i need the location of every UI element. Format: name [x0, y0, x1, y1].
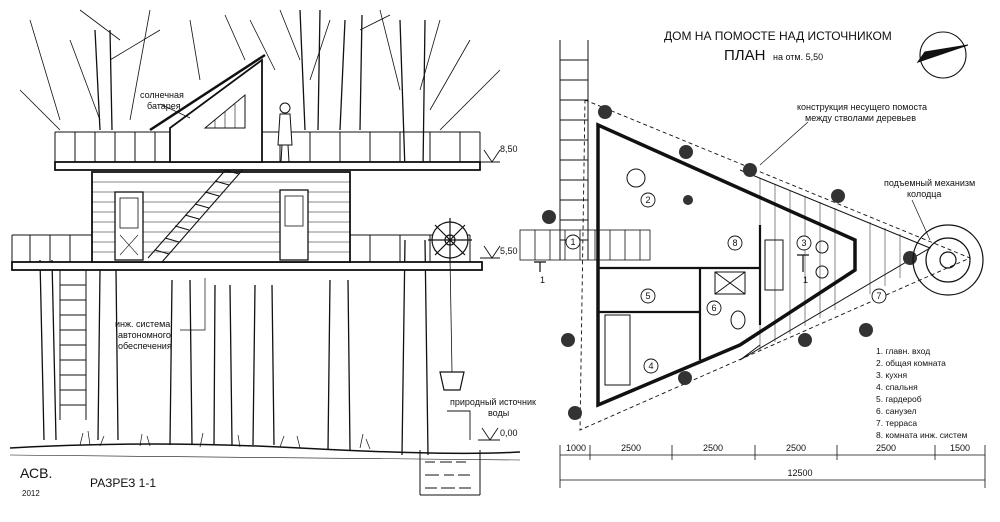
dim-4: 2500 — [786, 443, 806, 453]
room-circles — [565, 192, 887, 374]
dim-total: 12500 — [787, 468, 812, 478]
legend-item-5: 5. гардероб — [876, 394, 922, 404]
tree-trunks — [39, 9, 429, 456]
corridor-stair — [519, 229, 651, 261]
lower-platform — [11, 261, 483, 271]
room-5: 5 — [645, 291, 650, 301]
upper-cabin — [169, 58, 263, 163]
north-arrow-icon — [916, 31, 969, 79]
room-numbers: 1 2 3 4 5 6 7 8 — [570, 195, 881, 371]
dim-5: 2500 — [876, 443, 896, 453]
upper-deck — [54, 161, 481, 171]
legend-item-7: 7. терраса — [876, 418, 917, 428]
level-top: 8,50 — [500, 144, 518, 154]
ground-line — [9, 443, 521, 455]
label-lift-2: колодца — [907, 189, 941, 199]
signature-monogram: АСВ. — [20, 465, 52, 481]
room-1: 1 — [570, 237, 575, 247]
room-6: 6 — [711, 303, 716, 313]
section-marks — [534, 254, 809, 272]
lift-mechanism — [912, 224, 984, 296]
leader-lines — [159, 103, 206, 331]
bed — [604, 314, 631, 386]
house-walls — [596, 122, 857, 408]
plan-main: ПЛАН — [724, 47, 765, 64]
plan-leaders — [759, 121, 931, 241]
legend: 1. главн. вход 2. общая комната 3. кухня… — [876, 346, 968, 440]
dimension-lines — [559, 445, 986, 488]
room-4: 4 — [648, 361, 653, 371]
section-mark-right: 1 — [803, 275, 808, 285]
label-lift-1: подъемный механизм — [884, 178, 975, 188]
section-drawing — [9, 9, 521, 496]
plan-drawing — [519, 31, 986, 488]
plan-tree-trunks — [542, 105, 917, 420]
entry-ladder — [59, 270, 87, 420]
label-eng-3: обеспечения — [118, 341, 172, 351]
legend-item-4: 4. спальня — [876, 382, 918, 392]
door-right — [279, 189, 309, 261]
level-mid: 5,50 — [500, 246, 518, 256]
label-spring-1: природный источник — [450, 397, 536, 407]
legend-item-6: 6. санузел — [876, 406, 917, 416]
label-platform-2: между стволами деревьев — [805, 113, 916, 123]
plan-title: ДОМ НА ПОМОСТЕ НАД ИСТОЧНИКОМ — [664, 29, 892, 43]
label-spring-2: воды — [488, 408, 509, 418]
dim-3: 2500 — [703, 443, 723, 453]
level-ground: 0,00 — [500, 428, 518, 438]
tree-branches — [19, 9, 501, 131]
room-7: 7 — [876, 291, 881, 301]
legend-item-8: 8. комната инж. систем — [876, 430, 968, 440]
room-3: 3 — [801, 238, 806, 248]
kitchen-items — [764, 239, 829, 291]
room-8: 8 — [732, 238, 737, 248]
signature: АСВ. 2012 — [20, 465, 52, 498]
upper-railing — [54, 131, 481, 162]
grass — [79, 430, 371, 450]
siding — [92, 181, 350, 253]
section-mark-left: 1 — [540, 275, 545, 285]
dim-1: 1000 — [566, 443, 586, 453]
bath-fixtures — [714, 271, 746, 330]
person-figure — [277, 102, 293, 163]
winch-wheel — [428, 218, 472, 391]
plan-ladder — [559, 40, 589, 260]
label-solar-2: батарея — [147, 101, 181, 111]
dimensions: 1000 2500 2500 2500 2500 1500 12500 — [566, 443, 970, 478]
spring-well — [419, 450, 481, 496]
plan-sub: на отм. 5,50 — [773, 52, 823, 62]
legend-item-3: 3. кухня — [876, 370, 907, 380]
label-solar-1: солнечная — [140, 90, 184, 100]
level-markers — [447, 149, 501, 441]
section-title: РАЗРЕЗ 1-1 — [90, 476, 156, 490]
label-eng-2: автономного — [118, 330, 171, 340]
legend-item-2: 2. общая комната — [876, 358, 946, 368]
interior-walls — [598, 225, 762, 360]
room-2: 2 — [645, 195, 650, 205]
signature-year: 2012 — [22, 489, 40, 498]
door-left — [114, 191, 144, 261]
round-table — [626, 168, 646, 188]
dim-6: 1500 — [950, 443, 970, 453]
legend-item-1: 1. главн. вход — [876, 346, 930, 356]
label-platform-1: конструкция несущего помоста — [797, 102, 927, 112]
label-eng-1: инж. система — [115, 319, 170, 329]
dim-2: 2500 — [621, 443, 641, 453]
